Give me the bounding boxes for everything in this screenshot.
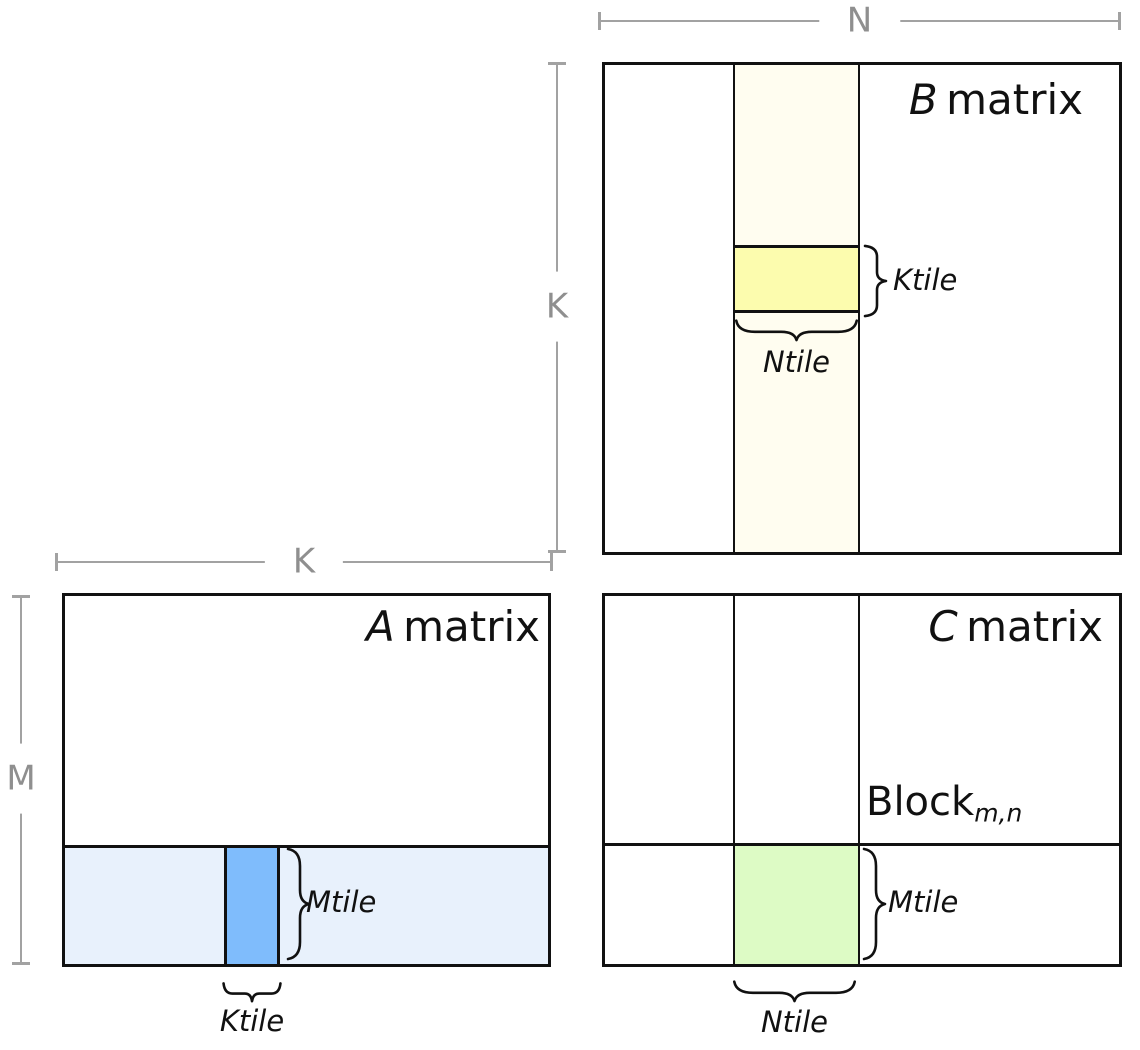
b-matrix-word: matrix <box>946 75 1083 124</box>
c-matrix-letter: C <box>928 602 958 651</box>
m-dimension-label: M <box>6 743 36 814</box>
c-row-divider <box>605 843 1119 846</box>
block-subscript: m,n <box>974 798 1023 828</box>
k-dimension-b-tick-top <box>548 62 566 65</box>
n-dimension: N <box>598 3 1121 38</box>
ntile-label-b: Ntile <box>762 345 831 379</box>
k-dimension-b-tick-bottom <box>548 550 566 553</box>
block-word: Block <box>866 779 975 825</box>
n-dimension-tick-right <box>1118 12 1121 30</box>
mtile-label-c: Mtile <box>888 885 959 919</box>
c-column-line-right <box>858 596 860 964</box>
m-dimension-tick-top <box>12 595 30 598</box>
n-dimension-tick-left <box>598 12 601 30</box>
b-ktile-ntile-block <box>733 245 860 313</box>
c-column-line-left <box>733 596 735 964</box>
a-matrix-letter: A <box>365 602 395 651</box>
b-matrix-letter: B <box>908 75 938 124</box>
k-dimension-b: K <box>545 62 569 553</box>
block-mn-label: Blockm,n <box>866 780 1022 827</box>
ntile-label-c: Ntile <box>760 1005 829 1039</box>
k-dimension-a-label: K <box>264 544 344 579</box>
ktile-label-a: Ktile <box>219 1004 285 1038</box>
m-dimension: M <box>6 595 36 965</box>
m-dimension-tick-bottom <box>12 962 30 965</box>
k-dimension-a: K <box>55 544 553 579</box>
c-mtile-ntile-block <box>733 846 860 964</box>
ktile-brace-b <box>861 244 887 318</box>
ntile-brace-b <box>733 317 860 341</box>
ktile-brace-a <box>222 980 282 1002</box>
c-matrix-word: matrix <box>966 602 1103 651</box>
a-mtile-ktile-block <box>224 845 280 964</box>
k-dimension-a-tick-right <box>550 553 553 571</box>
ntile-brace-c <box>731 978 858 1002</box>
n-dimension-label: N <box>818 3 901 38</box>
a-matrix-word: matrix <box>403 602 540 651</box>
mtile-brace-a <box>284 846 310 962</box>
mtile-brace-c <box>860 846 886 962</box>
k-dimension-b-label: K <box>545 271 569 342</box>
ktile-label-b: Ktile <box>893 263 958 297</box>
k-dimension-a-tick-left <box>55 553 58 571</box>
mtile-label-a: Mtile <box>306 885 377 919</box>
